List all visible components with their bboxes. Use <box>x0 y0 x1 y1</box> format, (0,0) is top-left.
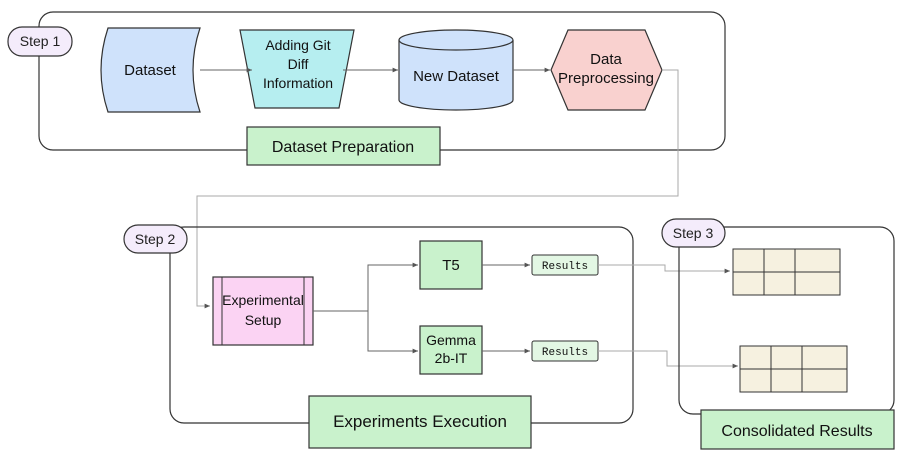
step3-badge-label: Step 3 <box>673 225 714 241</box>
preprocessing-label-line1: Data <box>590 51 622 68</box>
git-diff-label-line1: Adding Git <box>265 37 330 53</box>
experiments-execution-label: Experiments Execution <box>333 412 507 431</box>
results-top-node: Results <box>531 254 599 276</box>
git-diff-label-line3: Information <box>263 75 333 91</box>
gemma-label-line2: 2b-IT <box>435 350 468 366</box>
results-bottom-node: Results <box>531 340 599 362</box>
arrow-setup-to-gemma <box>367 311 418 354</box>
dataset-preparation-label-box: Dataset Preparation <box>246 126 441 166</box>
connector-results-bottom-to-table <box>598 350 738 369</box>
git-diff-label-line2: Diff <box>288 56 309 72</box>
t5-label: T5 <box>442 257 460 274</box>
gemma-label-line1: Gemma <box>426 332 476 348</box>
preprocessing-label-line2: Preprocessing <box>558 70 654 87</box>
step1-badge: Step 1 <box>7 26 73 57</box>
consolidated-results-label: Consolidated Results <box>721 423 872 440</box>
gemma-node: Gemma 2b-IT <box>419 325 483 375</box>
t5-node: T5 <box>419 240 483 290</box>
dataset-node: Dataset <box>100 27 201 113</box>
results-table-bottom <box>739 345 848 393</box>
experimental-setup-label-line1: Experimental <box>222 292 304 308</box>
results-table-top <box>732 248 841 296</box>
consolidated-results-label-box: Consolidated Results <box>700 409 895 450</box>
experimental-setup-label-line2: Setup <box>245 312 282 328</box>
dataset-label: Dataset <box>124 62 177 79</box>
step2-badge-label: Step 2 <box>135 231 176 247</box>
new-dataset-node: New Dataset <box>398 29 514 111</box>
step1-badge-label: Step 1 <box>20 33 61 49</box>
connector-results-top-to-table <box>598 264 730 274</box>
preprocessing-node: Data Preprocessing <box>550 29 663 111</box>
dataset-preparation-label: Dataset Preparation <box>272 139 414 156</box>
experimental-setup-node: Experimental Setup <box>212 276 314 346</box>
step2-badge: Step 2 <box>123 224 188 254</box>
git-diff-node: Adding Git Diff Information <box>239 29 355 109</box>
new-dataset-label: New Dataset <box>413 68 500 85</box>
results-bottom-label: Results <box>542 347 588 359</box>
arrow-setup-to-t5 <box>313 262 418 312</box>
connector-step1-to-step2 <box>196 69 679 309</box>
step3-badge: Step 3 <box>661 218 726 248</box>
experiments-execution-label-box: Experiments Execution <box>308 395 532 449</box>
results-top-label: Results <box>542 261 588 273</box>
